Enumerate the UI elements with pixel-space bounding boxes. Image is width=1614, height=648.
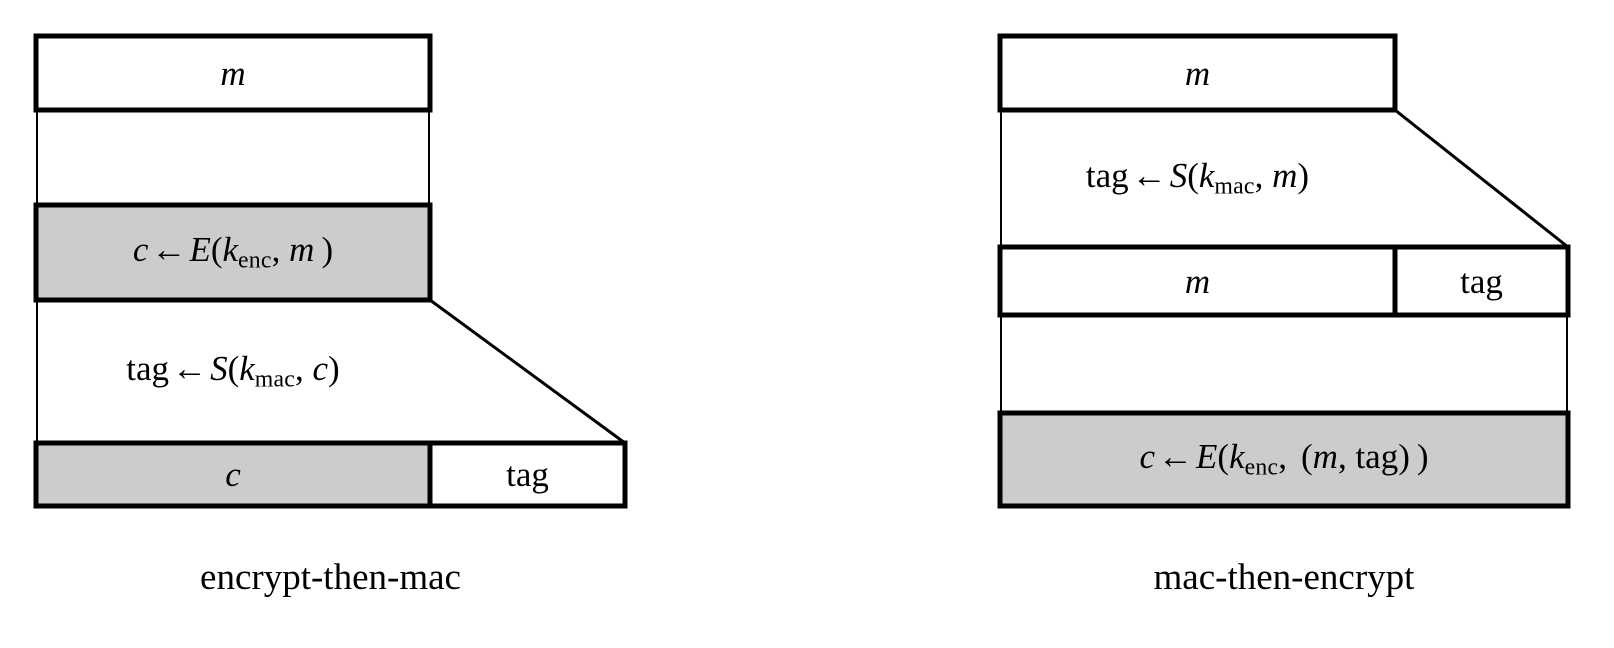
etm-diagonal-connector (429, 298, 626, 445)
etm-output-c-box (33, 440, 433, 509)
caption-encrypt-then-mac: encrypt-then-mac (200, 557, 461, 598)
mte-diagonal-connector (1394, 108, 1569, 249)
panel-encrypt-then-mac-outline (33, 33, 628, 509)
mte-message-box (997, 33, 1398, 113)
mte-encrypt-box (997, 410, 1571, 509)
etm-message-box (33, 33, 433, 113)
caption-mac-then-encrypt: mac-then-encrypt (1153, 557, 1415, 598)
etm-output-tag-box (427, 440, 628, 509)
panel-mac-then-encrypt-outline (997, 33, 1571, 509)
etm-encrypt-box (33, 202, 433, 303)
mte-concat-tag-box (1392, 244, 1571, 318)
mte-concat-m-box (997, 244, 1398, 318)
